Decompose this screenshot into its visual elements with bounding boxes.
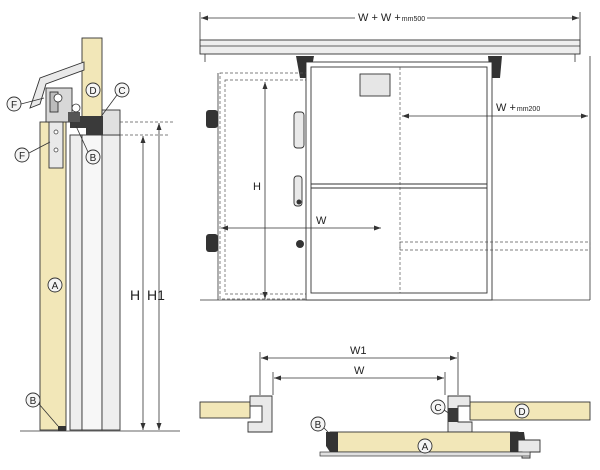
front-dimension-w-label: W	[316, 215, 327, 227]
callout-b-side-bottom: B	[30, 396, 37, 407]
handle-icon	[293, 175, 303, 207]
callout-b-plan: B	[315, 420, 322, 431]
bottom-guide-extension	[399, 241, 591, 251]
frame-left-profile	[247, 395, 273, 433]
hinge-block-icon	[206, 110, 218, 128]
dimension-w1-label: W1	[350, 345, 367, 357]
callout-c-side: C	[118, 86, 125, 97]
frame-top-block	[101, 109, 121, 136]
door-leaf-front	[305, 61, 493, 301]
callout-b-side-top: B	[90, 153, 97, 164]
callout-f-top: F	[11, 100, 17, 111]
plan-section-view: W1 W B A C D	[199, 345, 591, 459]
front-dimension-h-label: H	[253, 181, 261, 193]
hinge-block-icon	[206, 234, 218, 252]
roller-bracket-icon	[29, 61, 85, 109]
callout-c-plan: C	[434, 403, 441, 414]
dimension-overall-label: W + W +mm500	[358, 12, 425, 24]
roller-stop	[68, 112, 80, 122]
handle-icon	[293, 111, 305, 149]
callout-a-plan: A	[422, 442, 429, 453]
callout-f-bottom: F	[19, 151, 25, 162]
top-rail	[199, 39, 581, 55]
callout-d-side: D	[89, 86, 96, 97]
bottom-guide	[58, 426, 66, 431]
wall-foam-right	[469, 401, 591, 421]
callout-a-side: A	[52, 281, 59, 292]
hanger-plate	[48, 121, 64, 169]
plan-dimension-w-label: W	[354, 365, 365, 377]
front-elevation-view: W + W +mm500	[199, 10, 591, 301]
frame-column-left	[69, 134, 83, 431]
dimension-h-label: H	[130, 287, 140, 303]
wall-foam-top	[81, 37, 103, 127]
side-section-view: H H1 F F D C B A B	[6, 37, 180, 432]
frame-column-mid	[81, 134, 103, 431]
frame-column-right	[101, 134, 121, 431]
dimension-travel-label: W +mm200	[496, 102, 540, 114]
wall-foam-left	[199, 401, 251, 419]
dimension-h1-label: H1	[147, 287, 165, 303]
callout-d-plan: D	[518, 407, 525, 418]
